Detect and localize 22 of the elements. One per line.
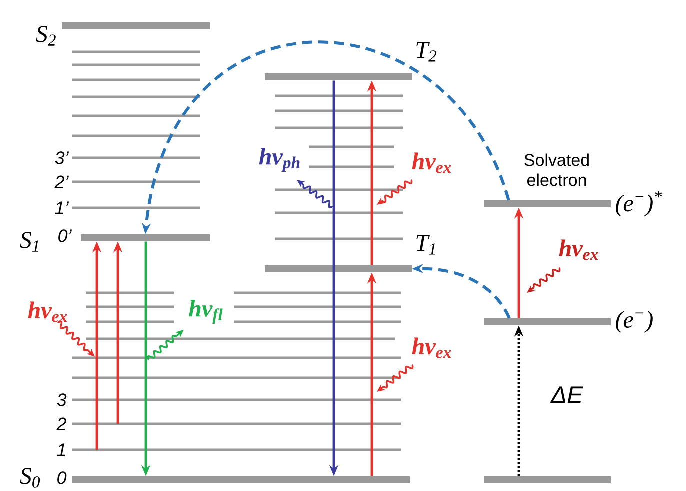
level-label: S$_{1}$ [20, 232, 38, 252]
level-number: 3’ [55, 152, 70, 164]
energy-gap-label: ΔE [550, 386, 584, 404]
level-label: (e$^{−}$) [616, 311, 653, 333]
level-label: S$_{0}$ [20, 468, 40, 488]
photon-label: hν$_{fl}$ [189, 300, 223, 324]
level-number: 1 [57, 444, 66, 456]
level-label: T$_{1}$ [416, 235, 436, 255]
level-number: 2’ [54, 176, 70, 188]
note-text: Solvated electron [524, 154, 589, 186]
level-label: T$_{2}$ [416, 42, 437, 62]
photon-label: hν$_{ex}$ [28, 302, 68, 322]
level-label: (e$^{−}$)$^{*}$ [616, 191, 662, 217]
photon-label: hν$_{ex}$ [412, 152, 452, 174]
energy-level [484, 476, 611, 484]
level-number: 1’ [55, 202, 70, 214]
level-number: 3 [57, 394, 67, 406]
level-number: 2 [56, 418, 67, 430]
photon-label: hν$_{ph}$ [259, 148, 300, 172]
photon-label: hν$_{ex}$ [559, 240, 598, 260]
level-label: S$_{2}$ [36, 26, 56, 46]
photon-label: hν$_{ex}$ [412, 338, 452, 358]
